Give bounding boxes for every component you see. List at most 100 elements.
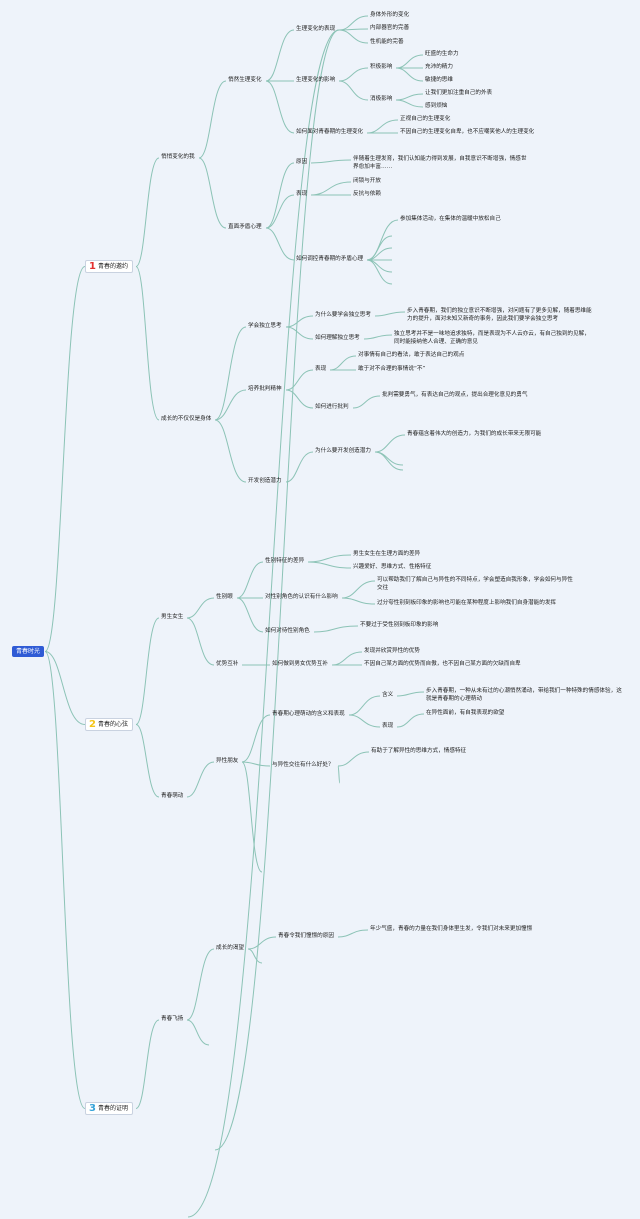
mindmap-node[interactable]: 身体外形的变化	[370, 12, 410, 18]
mindmap-node[interactable]: 有助于了解异性的思维方式，情感特征	[371, 748, 467, 754]
mindmap-node[interactable]: 如何对待性别角色	[265, 628, 310, 634]
mindmap-node[interactable]: 直面矛盾心理	[228, 224, 262, 230]
connector-line	[338, 29, 369, 44]
mindmap-node[interactable]: 开发创造潜力	[248, 478, 282, 484]
connector-line	[337, 751, 370, 767]
mindmap-node[interactable]: 步入青春期，我们的独立意识不断增强，对问题有了更多见解，随着思维能力的提升，面对…	[407, 308, 592, 322]
mindmap-node[interactable]: 性机能的完善	[370, 39, 404, 45]
connector-line	[374, 434, 406, 453]
mindmap-node[interactable]: 男生女生	[161, 614, 184, 620]
root-node[interactable]: 青春时光	[12, 646, 45, 657]
mindmap-node[interactable]: 不要过于受性别刻板印象的影响	[360, 622, 439, 628]
mindmap-node[interactable]: 参加集体活动，在集体的温暖中放松自己	[400, 216, 501, 222]
mindmap-node[interactable]: 成长的渴望	[216, 945, 244, 951]
mindmap-node[interactable]: 过分夸性别刻板印象的影响也可能在某种程度上影响我们自身潜能的发挥	[377, 600, 557, 606]
mindmap-node[interactable]: 消极影响	[370, 96, 393, 102]
connector-line	[214, 389, 247, 421]
mindmap-node[interactable]: 感到烦恼	[425, 103, 448, 109]
mindmap-node[interactable]: 步入青春期，一种从未有过的心潮悄然涌动，带给我们一种特殊的情感体验，这就是青春期…	[426, 688, 622, 702]
mindmap-node[interactable]: 正视自己的生理变化	[400, 116, 451, 122]
root-to-branch-line	[44, 651, 86, 1109]
connector-line	[265, 80, 295, 134]
mindmap-node[interactable]: 敢于对不合理的事情说“不”	[358, 366, 426, 372]
mindmap-node[interactable]: 如何调控青春期的矛盾心理	[296, 256, 364, 262]
mindmap-node[interactable]: 内部器官的完善	[370, 25, 410, 31]
mindmap-node[interactable]: 成长的不仅仅是身体	[161, 416, 212, 422]
mindmap-node[interactable]: 表现	[296, 191, 308, 197]
mindmap-node[interactable]: 与异性交往有什么好处？	[272, 762, 334, 768]
connector-line	[395, 99, 424, 108]
mindmap-node[interactable]: 优势互补	[216, 661, 239, 667]
connector-line	[396, 691, 425, 697]
connector-line	[338, 67, 369, 82]
mindmap-node[interactable]: 旺盛的生命力	[425, 51, 459, 57]
mindmap-node[interactable]: 青春飞扬	[161, 1016, 184, 1022]
mindmap-node[interactable]: 性别眼	[216, 594, 233, 600]
mindmap-node[interactable]: 年少气盛，青春的力量在我们身体里生发，令我们对未来更加憧憬	[370, 926, 533, 932]
connector-line	[135, 157, 160, 267]
connector-line	[135, 724, 160, 798]
mindmap-node[interactable]: 可以帮助我们了解自己与异性的不同特点，学会塑造自我形象，学会如何与异性交往	[377, 577, 573, 591]
mindmap-node[interactable]: 男生女生在生理方面的差异	[353, 551, 421, 557]
branch-number-2: 2	[89, 719, 96, 730]
mindmap-node[interactable]: 表现	[315, 366, 327, 372]
connector-stub	[187, 29, 340, 1218]
mindmap-node[interactable]: 培养批判精神	[248, 386, 282, 392]
mindmap-node[interactable]: 表现	[382, 723, 394, 729]
mindmap-node[interactable]: 悄悄变化的我	[161, 154, 195, 160]
mindmap-node[interactable]: 青春萌动	[161, 793, 184, 799]
connector-line	[363, 334, 393, 340]
mindmap-node[interactable]: 为什么要开发创造潜力	[315, 448, 371, 454]
connector-line	[348, 714, 381, 728]
branch-label-2: 青春的心弦	[97, 721, 128, 728]
mindmap-node[interactable]: 原因	[296, 159, 308, 165]
mindmap-node[interactable]: 青春蕴含着伟大的创造力，为我们的成长带来无限可能	[407, 431, 542, 437]
connector-line	[214, 419, 247, 483]
mindmap-node[interactable]: 异性朋友	[216, 758, 239, 764]
connector-line	[198, 157, 227, 229]
mindmap-node[interactable]: 含义	[382, 692, 394, 698]
mindmap-node[interactable]: 批判需要勇气，有表达自己的观点，提出合理化意见的勇气	[382, 392, 528, 398]
mindmap-node[interactable]: 反抗与依赖	[353, 191, 381, 197]
mindmap-node[interactable]: 不因自己某方面的优势而自傲，也不因自己某方面的欠缺而自卑	[364, 661, 521, 667]
connector-line	[214, 326, 247, 421]
connector-stub	[337, 765, 341, 784]
mindmap-node[interactable]: 让我们更加注重自己的外表	[425, 90, 493, 96]
mindmap-node[interactable]: 性别特征的差异	[265, 558, 305, 564]
connector-line	[265, 227, 295, 261]
mindmap-node[interactable]: 发现并欣赏异性的优势	[364, 648, 420, 654]
mindmap-node[interactable]: 生理变化的表现	[296, 26, 336, 32]
mindmap-node[interactable]: 学会独立思考	[248, 323, 282, 329]
mindmap-node[interactable]: 不因自己的生理变化自卑，也不应嘲笑他人的生理变化	[400, 129, 535, 135]
mindmap-node[interactable]: 悄然生理变化	[228, 77, 262, 83]
mindmap-node[interactable]: 如何理解独立思考	[315, 335, 360, 341]
mindmap-node[interactable]: 如何进行批判	[315, 404, 349, 410]
mindmap-node[interactable]: 为什么要学会独立思考	[315, 312, 371, 318]
connector-line	[341, 580, 376, 599]
mindmap-node[interactable]: 敏捷的思维	[425, 77, 453, 83]
connector-stub	[214, 29, 340, 1151]
mindmap-node[interactable]: 独立思考并不是一味地追求独特，而是表现为不人云亦云，有自己独到的见解，同时能接纳…	[394, 331, 590, 345]
mindmap-node[interactable]: 伴随着生理发育，我们认知能力得到发展，自我意识不断增强，情感世界愈加丰富……	[353, 156, 527, 170]
mindmap-node[interactable]: 对事情有自己的看法，敢于表达自己的观点	[358, 352, 465, 358]
connector-line	[247, 936, 277, 950]
mindmap-node[interactable]: 充沛的精力	[425, 64, 453, 70]
mindmap-node[interactable]: 积极影响	[370, 64, 393, 70]
mindmap-node[interactable]: 兴趣爱好、思维方式、性格特征	[353, 564, 432, 570]
mindmap-node[interactable]: 青春期心理萌动的含义和表现	[272, 711, 345, 717]
connector-line	[186, 948, 215, 1021]
connector-line	[337, 929, 369, 938]
mindmap-node[interactable]: 如何面对青春期的生理变化	[296, 129, 364, 135]
mindmap-node[interactable]: 在异性面前，有自我表现的欲望	[426, 710, 505, 716]
connector-line	[307, 561, 352, 569]
mindmap-node[interactable]: 青春令我们憧憬的原因	[278, 933, 334, 939]
connector-line	[348, 695, 381, 716]
connector-line	[352, 395, 381, 409]
mindmap-node[interactable]: 闭锁与开放	[353, 178, 381, 184]
mindmap-node[interactable]: 如何做到男女优势互补	[272, 661, 328, 667]
mindmap-node[interactable]: 生理变化的影响	[296, 77, 336, 83]
mindmap-node[interactable]: 对性别角色的认识有什么影响	[265, 594, 338, 600]
